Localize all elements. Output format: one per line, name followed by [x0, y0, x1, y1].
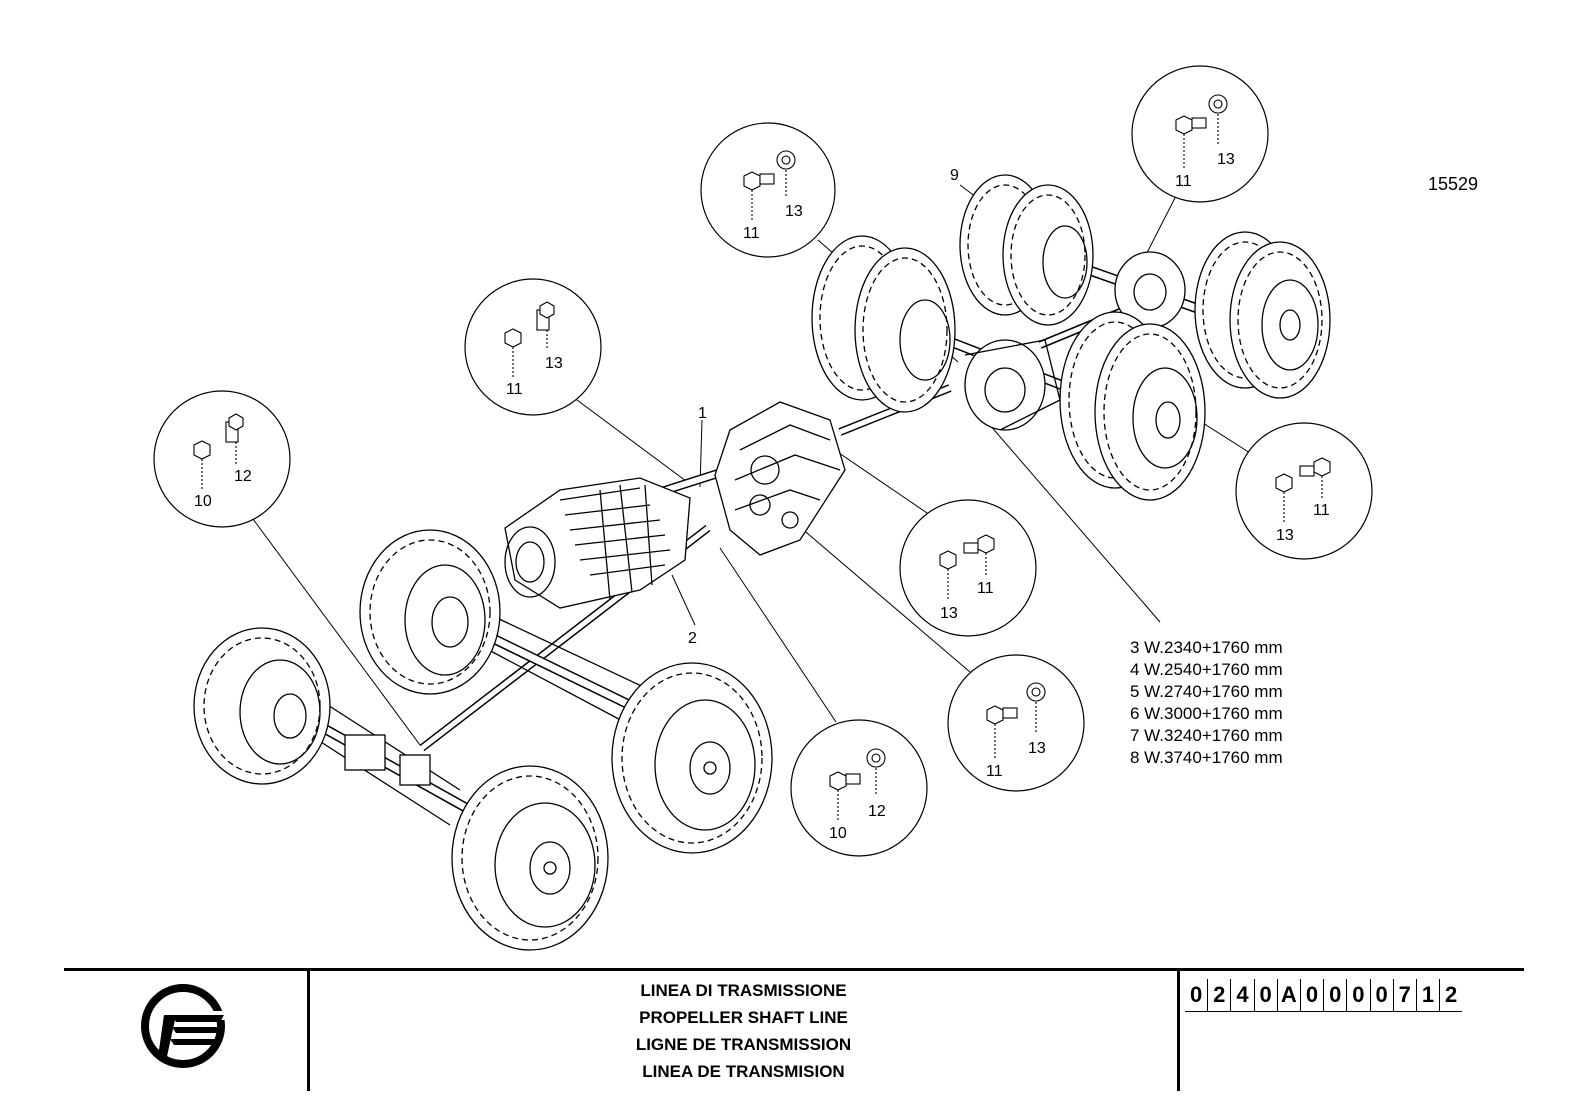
code-char: 0 [1301, 979, 1325, 1011]
title-italian: LINEA DI TRASMISSIONE [640, 981, 847, 1000]
wheels-rear-right-1 [1059, 311, 1206, 501]
gearbox [504, 477, 691, 609]
circle-7-label-a: 11 [986, 763, 1003, 780]
circle-8-label-b: 12 [868, 803, 886, 820]
circle-1-label-b: 13 [785, 203, 803, 220]
transfer-case [714, 401, 846, 556]
circle-1-label-a: 11 [743, 225, 760, 242]
code-char: 2 [1445, 982, 1458, 1007]
code-char: 0 [1347, 979, 1371, 1011]
company-logo-icon [141, 984, 229, 1068]
wheels-rear-left-2 [959, 174, 1094, 326]
title-cell: LINEA DI TRASMISSIONE PROPELLER SHAFT LI… [310, 971, 1180, 1091]
circle-6-label-b: 11 [977, 580, 994, 597]
circle-6-label-a: 13 [940, 605, 958, 622]
code-char: 0 [1185, 979, 1209, 1011]
code-char: A [1278, 979, 1301, 1011]
code-char: 4 [1231, 979, 1255, 1011]
circle-3-label-a: 11 [506, 381, 523, 398]
wheel-front-left-1 [359, 529, 501, 695]
code-char: 0 [1324, 979, 1348, 1011]
fastener-icons [193, 94, 1331, 820]
circle-2-label-a: 11 [1175, 173, 1192, 190]
title-block: LINEA DI TRASMISSIONE PROPELLER SHAFT LI… [64, 968, 1524, 1091]
wheels-rear-left-1 [811, 235, 956, 413]
callout-9: 9 [950, 167, 959, 184]
circle-7-label-b: 13 [1028, 740, 1046, 757]
circle-8-label-a: 10 [829, 825, 847, 842]
circle-3-label-b: 13 [545, 355, 563, 372]
variant-item: 3 W.2340+1760 mm [1130, 638, 1283, 657]
code-char: 2 [1208, 979, 1232, 1011]
variant-item: 4 W.2540+1760 mm [1130, 660, 1283, 679]
title-english: PROPELLER SHAFT LINE [639, 1008, 848, 1027]
variant-item: 8 W.3740+1760 mm [1130, 748, 1283, 767]
wheel-front-right-1 [611, 662, 773, 854]
front-axle-2 [297, 699, 473, 826]
logo-cell [64, 971, 310, 1091]
wheels-rear-right-2 [1194, 231, 1331, 399]
callout-1: 1 [698, 405, 707, 422]
callout-2: 2 [688, 630, 697, 647]
circle-5-label-b: 11 [1313, 502, 1330, 519]
circle-4-label-b: 12 [234, 468, 252, 485]
wheel-front-left-2 [193, 627, 331, 785]
code-char: 0 [1371, 979, 1394, 1011]
callout-labels: 1 2 9 11 13 11 13 11 13 10 12 13 11 13 1… [194, 151, 1330, 842]
circle-4-label-a: 10 [194, 493, 212, 510]
title-spanish: LINEA DE TRANSMISION [642, 1062, 845, 1081]
variant-item: 5 W.2740+1760 mm [1130, 682, 1283, 701]
circle-5-label-a: 13 [1276, 527, 1294, 544]
code-char: 0 [1255, 979, 1278, 1011]
code-char: 7 [1394, 979, 1417, 1011]
variant-item: 7 W.3240+1760 mm [1130, 726, 1283, 745]
document-code: 0 2 4 0 A 0 0 0 0 7 1 2 [1185, 979, 1463, 1012]
detail-circles [153, 65, 1373, 857]
wheel-front-right-2 [451, 765, 609, 951]
drawing-number: 15529 [1428, 174, 1479, 194]
title-french: LIGNE DE TRANSMISSION [635, 1035, 852, 1054]
variant-list: 3 W.2340+1760 mm 4 W.2540+1760 mm 5 W.27… [1130, 637, 1283, 769]
circle-2-label-b: 13 [1217, 151, 1235, 168]
variant-item: 6 W.3000+1760 mm [1130, 704, 1283, 723]
code-char: 1 [1417, 979, 1441, 1011]
